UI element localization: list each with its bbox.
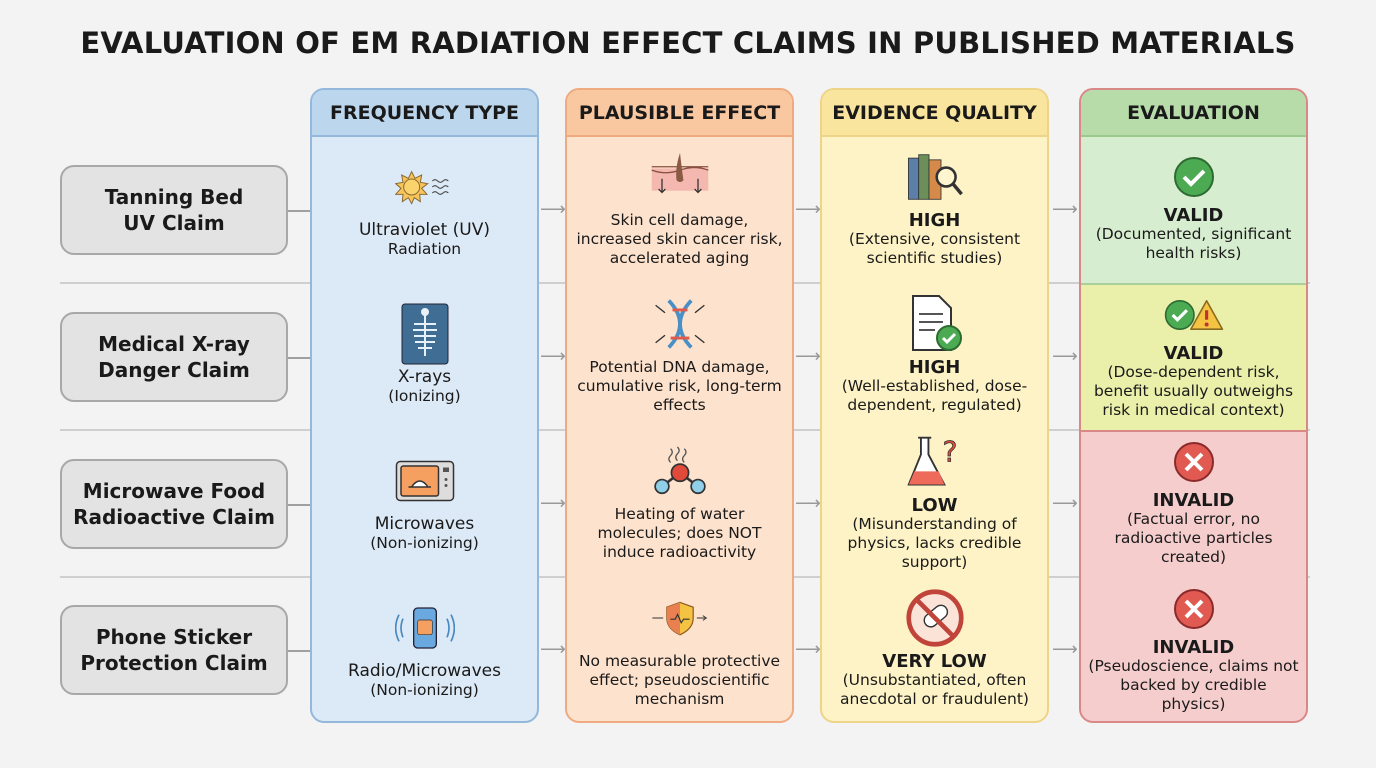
check-warning-icon [1164,292,1224,338]
frequency-name: Ultraviolet (UV) [358,219,490,240]
arrow-right-icon: ⟶ [795,493,821,514]
page-title: EVALUATION OF EM RADIATION EFFECT CLAIMS… [80,26,1296,60]
no-scroll-icon [905,589,965,647]
arrow-right-icon: ⟶ [1052,346,1078,367]
verdict-detail: (Factual error, no radioactive particles… [1114,509,1273,566]
sun-icon [394,159,455,215]
effect-text: Potential DNA damage, cumulative risk, l… [577,358,782,414]
claim-title: Tanning Bed [104,185,244,209]
claim-subtitle: Danger Claim [98,358,250,382]
header-evaluation: EVALUATION [1081,90,1306,137]
effect-text: Heating of water molecules; does NOT ind… [597,505,762,561]
arrow-right-icon: ⟶ [540,346,566,367]
frequency-name: X-rays [397,366,452,387]
connector-line [288,504,310,506]
connector-line [288,650,310,652]
header-evidence-quality: EVIDENCE QUALITY [822,90,1047,137]
arrow-right-icon: ⟶ [1052,639,1078,660]
evidence-level: HIGH [908,357,961,378]
claim-title: Phone Sticker [95,625,253,649]
effect-text: Skin cell damage, increased skin cancer … [576,211,783,267]
claim-title: Microwave Food [82,479,266,503]
verdict-detail: (Dose-dependent risk, benefit usually ou… [1093,362,1294,419]
frequency-detail: (Non-ionizing) [370,680,479,699]
shield-icon [650,590,710,646]
frequency-name: Radio/Microwaves [348,660,501,681]
verdict-detail: (Documented, significant health risks) [1095,225,1292,262]
arrow-right-icon: ⟶ [1052,199,1078,220]
xray-icon [395,303,455,364]
connector-line [288,357,310,359]
frequency-detail: Radiation [387,239,462,258]
svg-text:?: ? [942,436,957,469]
frequency-detail: (Non-ionizing) [370,533,479,552]
frequency-name: Microwaves [374,513,475,534]
phone-icon [394,600,455,656]
arrow-right-icon: ⟶ [795,639,821,660]
claim-title: Medical X-ray [98,332,250,356]
evidence-level: VERY LOW [882,651,987,672]
flask-question-icon: ? [905,434,965,490]
dna-icon [650,296,710,352]
arrow-right-icon: ⟶ [540,493,566,514]
evidence-level: HIGH [908,210,961,231]
skin-icon [650,149,710,205]
connector-line [288,210,310,212]
arrow-right-icon: ⟶ [540,199,566,220]
verdict: INVALID [1152,636,1235,658]
x-icon [1164,586,1224,632]
verdict-detail: (Pseudoscience, claims not backed by cre… [1088,656,1299,713]
claim-subtitle: UV Claim [123,211,225,235]
frequency-detail: (Ionizing) [388,386,461,405]
header-plausible-effect: PLAUSIBLE EFFECT [567,90,792,137]
verdict: VALID [1163,342,1224,364]
verdict: VALID [1163,205,1224,226]
evidence-detail: (Extensive, consistent scientific studie… [848,230,1021,267]
header-frequency-type: FREQUENCY TYPE [312,90,537,137]
arrow-right-icon: ⟶ [1052,493,1078,514]
claim-subtitle: Radioactive Claim [73,505,275,529]
document-check-icon [905,295,965,352]
evidence-detail: (Well-established, dose-dependent, regul… [841,377,1028,414]
molecule-icon [650,443,710,499]
arrow-right-icon: ⟶ [795,199,821,220]
evidence-level: LOW [911,494,958,516]
evidence-detail: (Unsubstantiated, often anecdotal or fra… [840,671,1029,708]
verdict: INVALID [1152,489,1235,511]
books-magnifier-icon [905,149,965,205]
arrow-right-icon: ⟶ [540,639,566,660]
x-icon [1164,439,1224,485]
evidence-detail: (Misunderstanding of physics, lacks cred… [847,514,1022,571]
claim-subtitle: Protection Claim [80,651,268,675]
effect-text: No measurable protective effect; pseudos… [578,652,781,708]
microwave-icon [395,453,455,509]
check-icon [1164,154,1224,200]
arrow-right-icon: ⟶ [795,346,821,367]
